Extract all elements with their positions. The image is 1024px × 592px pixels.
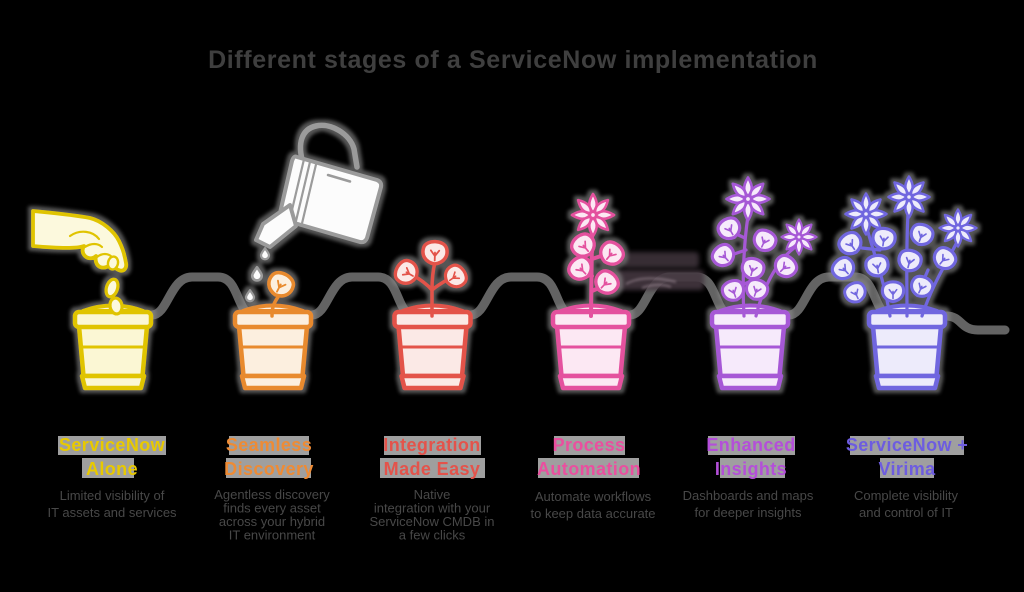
svg-text:Limited visibility of: Limited visibility of — [60, 488, 165, 503]
svg-text:Complete visibility: Complete visibility — [854, 488, 959, 503]
svg-text:to keep data accurate: to keep data accurate — [530, 506, 655, 521]
svg-text:Agentless discovery: Agentless discovery — [214, 487, 330, 502]
svg-text:Made Easy: Made Easy — [384, 459, 481, 479]
svg-text:Automation: Automation — [537, 459, 641, 479]
svg-text:ServiceNow CMDB in: ServiceNow CMDB in — [370, 514, 495, 529]
svg-text:Alone: Alone — [86, 459, 138, 479]
svg-text:Native: Native — [414, 487, 451, 502]
svg-text:IT assets and services: IT assets and services — [47, 505, 177, 520]
svg-text:and control of IT: and control of IT — [859, 505, 953, 520]
svg-text:IT environment: IT environment — [229, 528, 316, 543]
svg-text:Different stages of a ServiceN: Different stages of a ServiceNow impleme… — [208, 46, 818, 74]
svg-text:Enhanced: Enhanced — [706, 435, 795, 455]
svg-text:Process: Process — [553, 435, 626, 455]
svg-text:Dashboards and maps: Dashboards and maps — [683, 488, 814, 503]
svg-text:Virima: Virima — [878, 459, 936, 479]
svg-text:Discovery: Discovery — [224, 459, 314, 479]
svg-text:ServiceNow: ServiceNow — [59, 435, 166, 455]
svg-text:for deeper insights: for deeper insights — [695, 505, 802, 520]
svg-text:ServiceNow +: ServiceNow + — [846, 435, 968, 455]
svg-text:Integration: Integration — [383, 435, 480, 455]
svg-text:across your hybrid: across your hybrid — [219, 514, 325, 529]
svg-text:Seamless: Seamless — [226, 435, 312, 455]
svg-text:integration with your: integration with your — [374, 501, 491, 516]
svg-text:finds every asset: finds every asset — [223, 501, 321, 516]
svg-text:Insights: Insights — [715, 459, 787, 479]
svg-text:a few clicks: a few clicks — [399, 528, 466, 543]
svg-text:Automate workflows: Automate workflows — [535, 489, 652, 504]
